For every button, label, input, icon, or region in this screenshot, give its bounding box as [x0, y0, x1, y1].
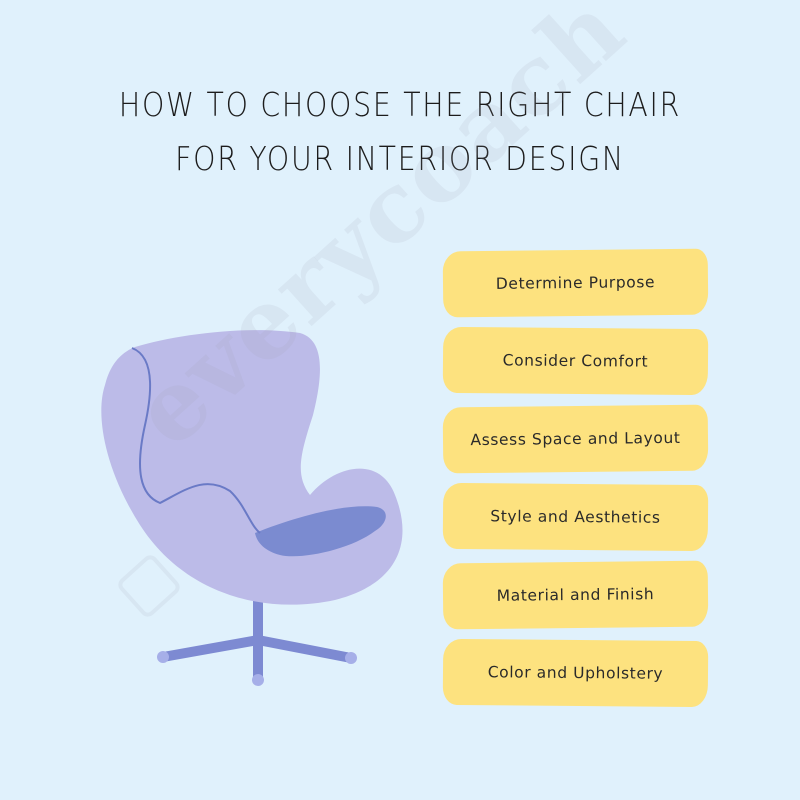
step-label: Material and Finish: [496, 585, 655, 605]
step-label: Assess Space and Layout: [470, 428, 681, 450]
step-item-style-aesthetics: Style and Aesthetics: [442, 482, 709, 552]
step-item-consider-comfort: Consider Comfort: [442, 326, 709, 396]
step-label: Consider Comfort: [502, 351, 649, 371]
step-item-assess-space: Assess Space and Layout: [442, 404, 709, 474]
step-label: Determine Purpose: [495, 273, 656, 293]
steps-list: Determine Purpose Consider Comfort Asses…: [442, 248, 709, 718]
egg-chair-illustration: [101, 330, 403, 686]
step-item-material-finish: Material and Finish: [442, 560, 709, 630]
step-item-determine-purpose: Determine Purpose: [442, 248, 709, 318]
chair-base-icon: [158, 595, 356, 683]
chair-seam: [131, 347, 261, 534]
step-label: Style and Aesthetics: [490, 507, 661, 527]
chair-cushion: [255, 506, 386, 557]
step-item-color-upholstery: Color and Upholstery: [442, 638, 709, 708]
page-title: How to choose the right chair for your i…: [56, 78, 744, 186]
title-line-1: How to choose the right chair: [118, 85, 682, 124]
step-label: Color and Upholstery: [487, 663, 664, 683]
title-line-2: for your interior design: [175, 139, 625, 178]
